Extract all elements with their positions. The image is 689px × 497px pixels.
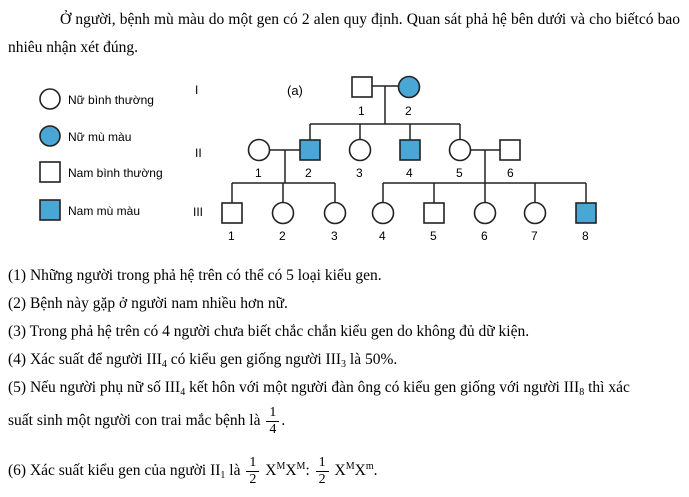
person-II4-affected-male xyxy=(399,139,421,161)
label-II2: 2 xyxy=(305,166,312,180)
person-II1-normal-female xyxy=(247,138,271,162)
label-III2: 2 xyxy=(279,229,286,243)
label-III7: 7 xyxy=(531,229,538,243)
pedigree-tag: (a) xyxy=(287,83,303,98)
person-II6-normal-male xyxy=(499,139,521,161)
person-III5-normal-male xyxy=(423,202,445,224)
label-III4: 4 xyxy=(379,229,386,243)
label-I1: 1 xyxy=(358,104,365,118)
label-III1: 1 xyxy=(228,229,235,243)
label-III6: 6 xyxy=(481,229,488,243)
generation-label-II: II xyxy=(195,146,202,160)
statement-5-line-1: (5) Nếu người phụ nữ số III4 kết hôn với… xyxy=(8,379,630,398)
legend-normal-male-label: Nam bình thường xyxy=(68,166,163,180)
statement-5-line-2: suất sinh một người con trai mắc bệnh là… xyxy=(8,405,286,438)
person-III2-normal-female xyxy=(271,201,295,225)
label-II3: 3 xyxy=(356,166,363,180)
person-III4-normal-female xyxy=(371,201,395,225)
statement-4: (4) Xác suất để người III4 có kiểu gen g… xyxy=(8,351,398,370)
person-I1-normal-male xyxy=(351,76,373,98)
label-II5: 5 xyxy=(456,166,463,180)
statement-2: (2) Bệnh này gặp ở người nam nhiều hơn n… xyxy=(8,295,288,312)
label-III3: 3 xyxy=(331,229,338,243)
label-II4: 4 xyxy=(406,166,413,180)
pedigree-figure: Nữ bình thường Nữ mù màu Nam bình thường… xyxy=(39,75,597,243)
label-I2: 2 xyxy=(405,104,412,118)
person-II2-affected-male xyxy=(299,139,321,161)
legend-affected-male-symbol xyxy=(39,199,61,221)
legend-affected-female-label: Nữ mù màu xyxy=(68,130,131,144)
statement-1: (1) Những người trong phả hệ trên có thể… xyxy=(8,267,382,284)
generation-label-III: III xyxy=(193,205,203,219)
label-II6: 6 xyxy=(507,166,514,180)
label-II1: 1 xyxy=(255,166,262,180)
person-III8-affected-male xyxy=(575,202,597,224)
label-III8: 8 xyxy=(582,229,589,243)
person-I2-affected-female xyxy=(397,75,421,99)
legend-affected-female-symbol xyxy=(39,125,61,147)
pedigree-lines xyxy=(231,85,587,203)
statement-3: (3) Trong phả hệ trên có 4 người chưa bi… xyxy=(8,323,530,340)
person-III3-normal-female xyxy=(323,201,347,225)
legend: Nữ bình thường Nữ mù màu Nam bình thường… xyxy=(39,88,163,221)
intro-text: Ở người, bệnh mù màu do một gen có 2 ale… xyxy=(8,11,680,56)
person-II3-normal-female xyxy=(348,138,372,162)
statement-6: (6) Xác suất kiểu gen của người II1 là 1… xyxy=(8,455,378,488)
label-III5: 5 xyxy=(430,229,437,243)
person-III1-normal-male xyxy=(221,202,243,224)
legend-normal-male-symbol xyxy=(39,161,61,183)
person-III7-normal-female xyxy=(523,201,547,225)
legend-affected-male-label: Nam mù màu xyxy=(68,204,140,218)
person-III6-normal-female xyxy=(473,201,497,225)
generation-label-I: I xyxy=(195,83,198,97)
person-II5-normal-female xyxy=(448,138,472,162)
legend-normal-female-symbol xyxy=(39,88,61,110)
legend-normal-female-label: Nữ bình thường xyxy=(68,93,154,107)
